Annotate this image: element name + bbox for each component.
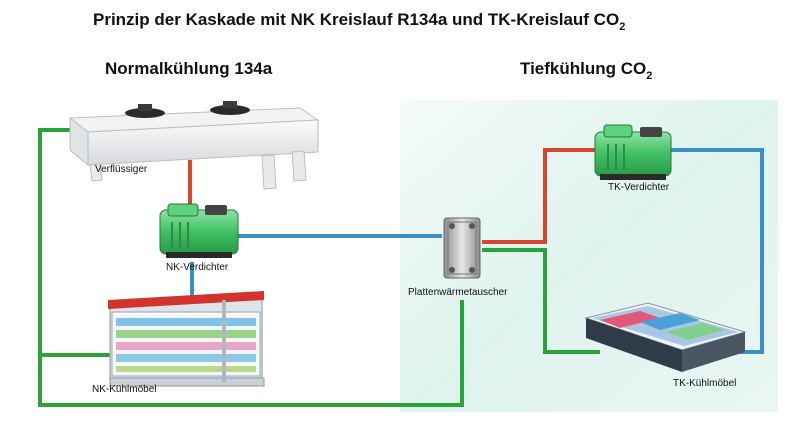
low-section-heading-main: Tiefkühlung CO xyxy=(520,59,646,78)
heat-exchanger-icon xyxy=(443,217,481,279)
nk-liquid-line-outer xyxy=(38,128,464,407)
diagram-title: Prinzip der Kaskade mit NK Kreislauf R13… xyxy=(93,10,625,33)
condenser-icon xyxy=(68,101,320,190)
nk-cabinet-icon xyxy=(108,291,265,387)
low-section-heading-subscript: 2 xyxy=(646,70,652,82)
diagram-title-subscript: 2 xyxy=(619,21,625,33)
tk-cabinet-icon xyxy=(584,302,747,372)
tk-suction-line xyxy=(668,148,764,354)
pipes xyxy=(38,128,764,407)
low-section-heading: Tiefkühlung CO2 xyxy=(520,59,652,82)
nk-compressor-label: NK-Verdichter xyxy=(166,262,229,273)
tk-hot-gas-line xyxy=(482,148,595,244)
heat-exchanger-label: Plattenwärmetauscher xyxy=(408,287,508,298)
nk-compressor-icon xyxy=(159,203,239,258)
condenser-label: Verflüssiger xyxy=(95,164,148,175)
diagram-title-main: Prinzip der Kaskade mit NK Kreislauf R13… xyxy=(93,10,619,29)
tk-compressor-icon xyxy=(594,124,672,180)
normal-section-heading: Normalkühlung 134a xyxy=(105,59,273,78)
tk-cabinet-label: TK-Kühlmöbel xyxy=(673,378,736,389)
tk-liquid-line xyxy=(482,248,600,354)
nk-cabinet-label: NK-Kühlmöbel xyxy=(92,384,156,395)
tk-compressor-label: TK-Verdichter xyxy=(608,182,670,193)
